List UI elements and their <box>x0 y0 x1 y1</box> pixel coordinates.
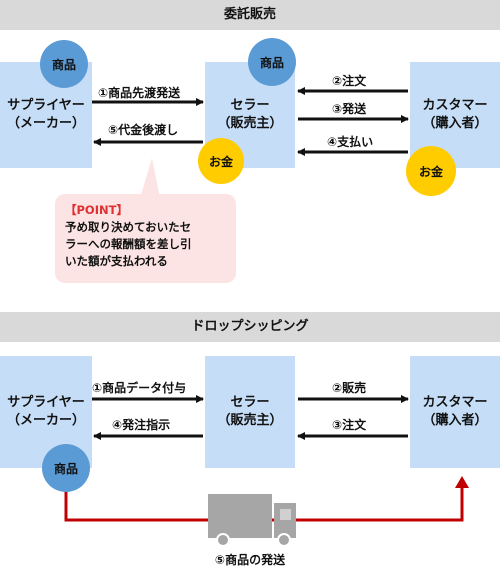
money-badge-customer: お金 <box>406 146 456 196</box>
seller-label: セラー <box>230 98 270 113</box>
money-badge-seller: お金 <box>198 138 244 184</box>
point-title: 【POINT】 <box>65 203 128 217</box>
flow-label-order: ②注文 <box>332 74 367 88</box>
flow-label-ship: ③発送 <box>332 102 367 116</box>
point-text-line1: 予め取り決めておいたセ <box>65 220 192 234</box>
flow-label-sale: ②販売 <box>332 381 367 395</box>
truck-icon <box>208 494 296 547</box>
section-header-consignment: 委託販売 <box>0 0 500 30</box>
goods-badge-supplier: 商品 <box>40 40 88 88</box>
section-header-dropshipping: ドロップシッピング <box>0 312 500 342</box>
goods-badge-seller: 商品 <box>248 38 296 86</box>
customer-label-2: カスタマー <box>422 395 488 410</box>
customer-sublabel-2: （購入者） <box>422 413 488 428</box>
customer-sublabel: （購入者） <box>422 116 488 131</box>
seller-sublabel: （販売主） <box>217 116 283 131</box>
customer-label: カスタマー <box>422 98 488 113</box>
supplier-label-2: サプライヤー <box>7 395 85 410</box>
callout-pointer <box>140 158 160 198</box>
point-callout: 【POINT】 予め取り決めておいたセ ラーへの報酬額を差し引 いた額が支払われ… <box>55 194 236 283</box>
supplier-label: サプライヤー <box>7 98 85 113</box>
supplier-sublabel: （メーカー） <box>6 116 85 131</box>
flow-label-ship-instruction: ④発注指示 <box>112 418 171 432</box>
flow-label-goods-ship: ⑤商品の発送 <box>214 553 286 567</box>
seller-label-2: セラー <box>230 395 270 410</box>
shipping-arrowhead <box>455 476 469 488</box>
point-text-line2: ラーへの報酬額を差し引 <box>65 237 192 251</box>
seller-sublabel-2: （販売主） <box>217 413 283 428</box>
point-text-line3: いた額が支払われる <box>65 254 168 268</box>
flow-label-product-data: ①商品データ付与 <box>92 381 187 395</box>
flow-label-payment: ④支払い <box>327 135 374 149</box>
flow-label-order-2: ③注文 <box>332 418 367 432</box>
flow-label-goods-transfer: ①商品先渡発送 <box>98 86 181 100</box>
supplier-sublabel-2: （メーカー） <box>6 413 85 428</box>
goods-badge-supplier-2: 商品 <box>42 444 90 492</box>
customer-box-2: カスタマー （購入者） <box>410 356 500 468</box>
seller-box-2: セラー （販売主） <box>205 356 295 468</box>
flow-label-consignment-payment: ⑤代金後渡し <box>108 123 179 137</box>
